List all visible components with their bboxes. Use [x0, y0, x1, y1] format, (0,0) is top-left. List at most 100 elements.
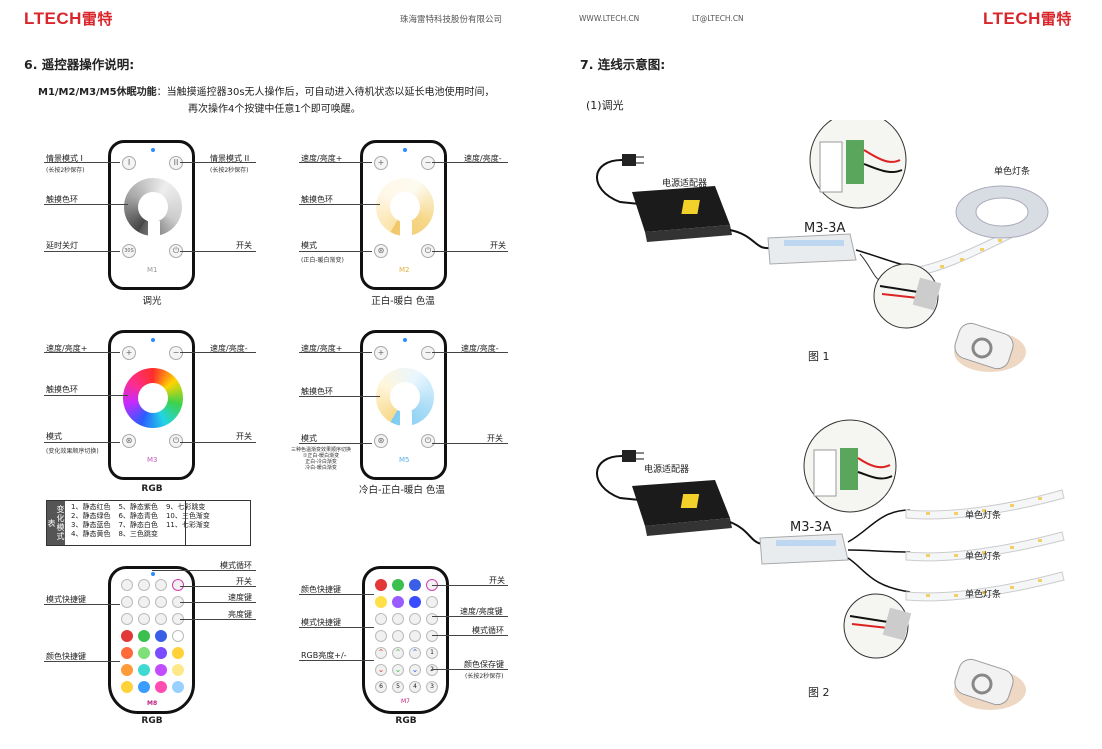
- logo-text: LTECH: [983, 9, 1041, 28]
- power-adapter-side: [645, 225, 732, 242]
- power-button[interactable]: ⏻: [421, 434, 435, 448]
- color-button-green[interactable]: [392, 579, 404, 591]
- caption-m3: RGB: [141, 484, 163, 494]
- color-button[interactable]: [172, 647, 184, 659]
- label-speed-brightness: 速度/亮度键: [460, 607, 503, 616]
- label-scene2: 情景模式 II: [210, 154, 250, 163]
- cell: 10、三色渐变: [165, 512, 210, 520]
- quick-mode-button[interactable]: [392, 630, 404, 642]
- save-button-5[interactable]: 5: [392, 681, 404, 693]
- mode-button[interactable]: ⊛: [122, 434, 136, 448]
- reel-hub: [975, 197, 1029, 227]
- blue-up-button[interactable]: ⌃: [409, 647, 421, 659]
- color-button-blue[interactable]: [409, 579, 421, 591]
- save-button-6[interactable]: 6: [375, 681, 387, 693]
- quick-mode-button[interactable]: [138, 613, 150, 625]
- scene-2-button[interactable]: II: [169, 156, 183, 170]
- speed-up-button[interactable]: +: [374, 156, 388, 170]
- quick-mode-button[interactable]: [121, 613, 133, 625]
- cell: 5、静态紫色: [118, 503, 158, 511]
- color-button[interactable]: [172, 664, 184, 676]
- label-speed-up: 速度/亮度+: [301, 154, 343, 163]
- power-button[interactable]: ⏻: [421, 244, 435, 258]
- green-down-button[interactable]: ⌄: [392, 664, 404, 676]
- mode-button[interactable]: ⊛: [374, 244, 388, 258]
- delay-off-button[interactable]: 30S: [122, 244, 136, 258]
- quick-mode-button[interactable]: [392, 613, 404, 625]
- remote-ring: [971, 337, 993, 359]
- save-button-4[interactable]: 4: [409, 681, 421, 693]
- color-button-white[interactable]: [172, 630, 184, 642]
- color-button-red[interactable]: [121, 630, 133, 642]
- color-button-purple[interactable]: [392, 596, 404, 608]
- speed-down-button[interactable]: −: [421, 346, 435, 360]
- color-button[interactable]: [138, 681, 150, 693]
- remote-m2: + − ⊛ ⏻ M2: [360, 140, 447, 290]
- speed-button[interactable]: [155, 596, 167, 608]
- ac-cable: [596, 455, 641, 501]
- quick-mode-button[interactable]: [138, 579, 150, 591]
- green-up-button[interactable]: ⌃: [392, 647, 404, 659]
- power-button[interactable]: ⏻: [169, 434, 183, 448]
- save-button-3[interactable]: 3: [426, 681, 438, 693]
- quick-mode-button[interactable]: [121, 579, 133, 591]
- quick-mode-button[interactable]: [138, 596, 150, 608]
- label-mode-cycle: 模式循环: [220, 561, 252, 570]
- color-button-green[interactable]: [138, 630, 150, 642]
- label-mode-sub: (变化效果顺序切换): [46, 448, 99, 455]
- quick-mode-button[interactable]: [426, 613, 438, 625]
- speed-down-button[interactable]: −: [421, 156, 435, 170]
- quick-mode-button[interactable]: [375, 613, 387, 625]
- color-button[interactable]: [172, 681, 184, 693]
- brightness-button[interactable]: [155, 613, 167, 625]
- color-button[interactable]: [121, 647, 133, 659]
- label-delay: 延时关灯: [46, 241, 78, 250]
- wire-red: [857, 457, 891, 469]
- color-button-yellow[interactable]: [375, 596, 387, 608]
- red-up-button[interactable]: ⌃: [375, 647, 387, 659]
- plug-icon: [622, 154, 636, 166]
- section-title-remote: 6. 遥控器操作说明:: [24, 57, 135, 72]
- quick-mode-button[interactable]: [409, 630, 421, 642]
- cell: 2、静态绿色: [71, 512, 111, 520]
- power-adapter: [632, 186, 730, 232]
- plug-pin: [636, 452, 644, 454]
- mode-cycle-button[interactable]: [155, 579, 167, 591]
- color-button[interactable]: [409, 596, 421, 608]
- color-button[interactable]: [155, 664, 167, 676]
- label-scene1: 情景模式 I: [46, 154, 83, 163]
- plug-pin: [636, 458, 644, 460]
- controller-label: [776, 540, 836, 546]
- blue-down-button[interactable]: ⌄: [409, 664, 421, 676]
- mode-button[interactable]: ⊛: [374, 434, 388, 448]
- color-button[interactable]: [121, 681, 133, 693]
- speed-up-button[interactable]: +: [374, 346, 388, 360]
- terminal-block-green: [846, 140, 864, 184]
- remote-ring: [971, 673, 993, 695]
- color-button-red[interactable]: [375, 579, 387, 591]
- color-button[interactable]: [155, 647, 167, 659]
- save-button-1[interactable]: 1: [426, 647, 438, 659]
- logo-cn: 雷特: [81, 10, 113, 28]
- label-mode: 模式: [301, 241, 317, 250]
- speed-button[interactable]: [426, 596, 438, 608]
- scene-1-button[interactable]: I: [122, 156, 136, 170]
- speed-down-button[interactable]: −: [169, 346, 183, 360]
- caption-m5: 冷白-正白-暖白 色温: [359, 485, 445, 496]
- color-button[interactable]: [138, 647, 150, 659]
- color-button[interactable]: [155, 681, 167, 693]
- speed-up-button[interactable]: +: [122, 346, 136, 360]
- power-button[interactable]: [172, 579, 184, 591]
- logo-text: LTECH: [24, 9, 82, 28]
- mode-cycle-button[interactable]: [426, 630, 438, 642]
- quick-mode-button[interactable]: [121, 596, 133, 608]
- quick-mode-button[interactable]: [409, 613, 421, 625]
- wire-red: [863, 149, 901, 163]
- color-button[interactable]: [138, 664, 150, 676]
- mode-sub-3: 正白-冷白渐变: [305, 459, 337, 465]
- red-down-button[interactable]: ⌄: [375, 664, 387, 676]
- color-button[interactable]: [121, 664, 133, 676]
- quick-mode-button[interactable]: [375, 630, 387, 642]
- color-button-blue[interactable]: [155, 630, 167, 642]
- save-button-2[interactable]: 2: [426, 664, 438, 676]
